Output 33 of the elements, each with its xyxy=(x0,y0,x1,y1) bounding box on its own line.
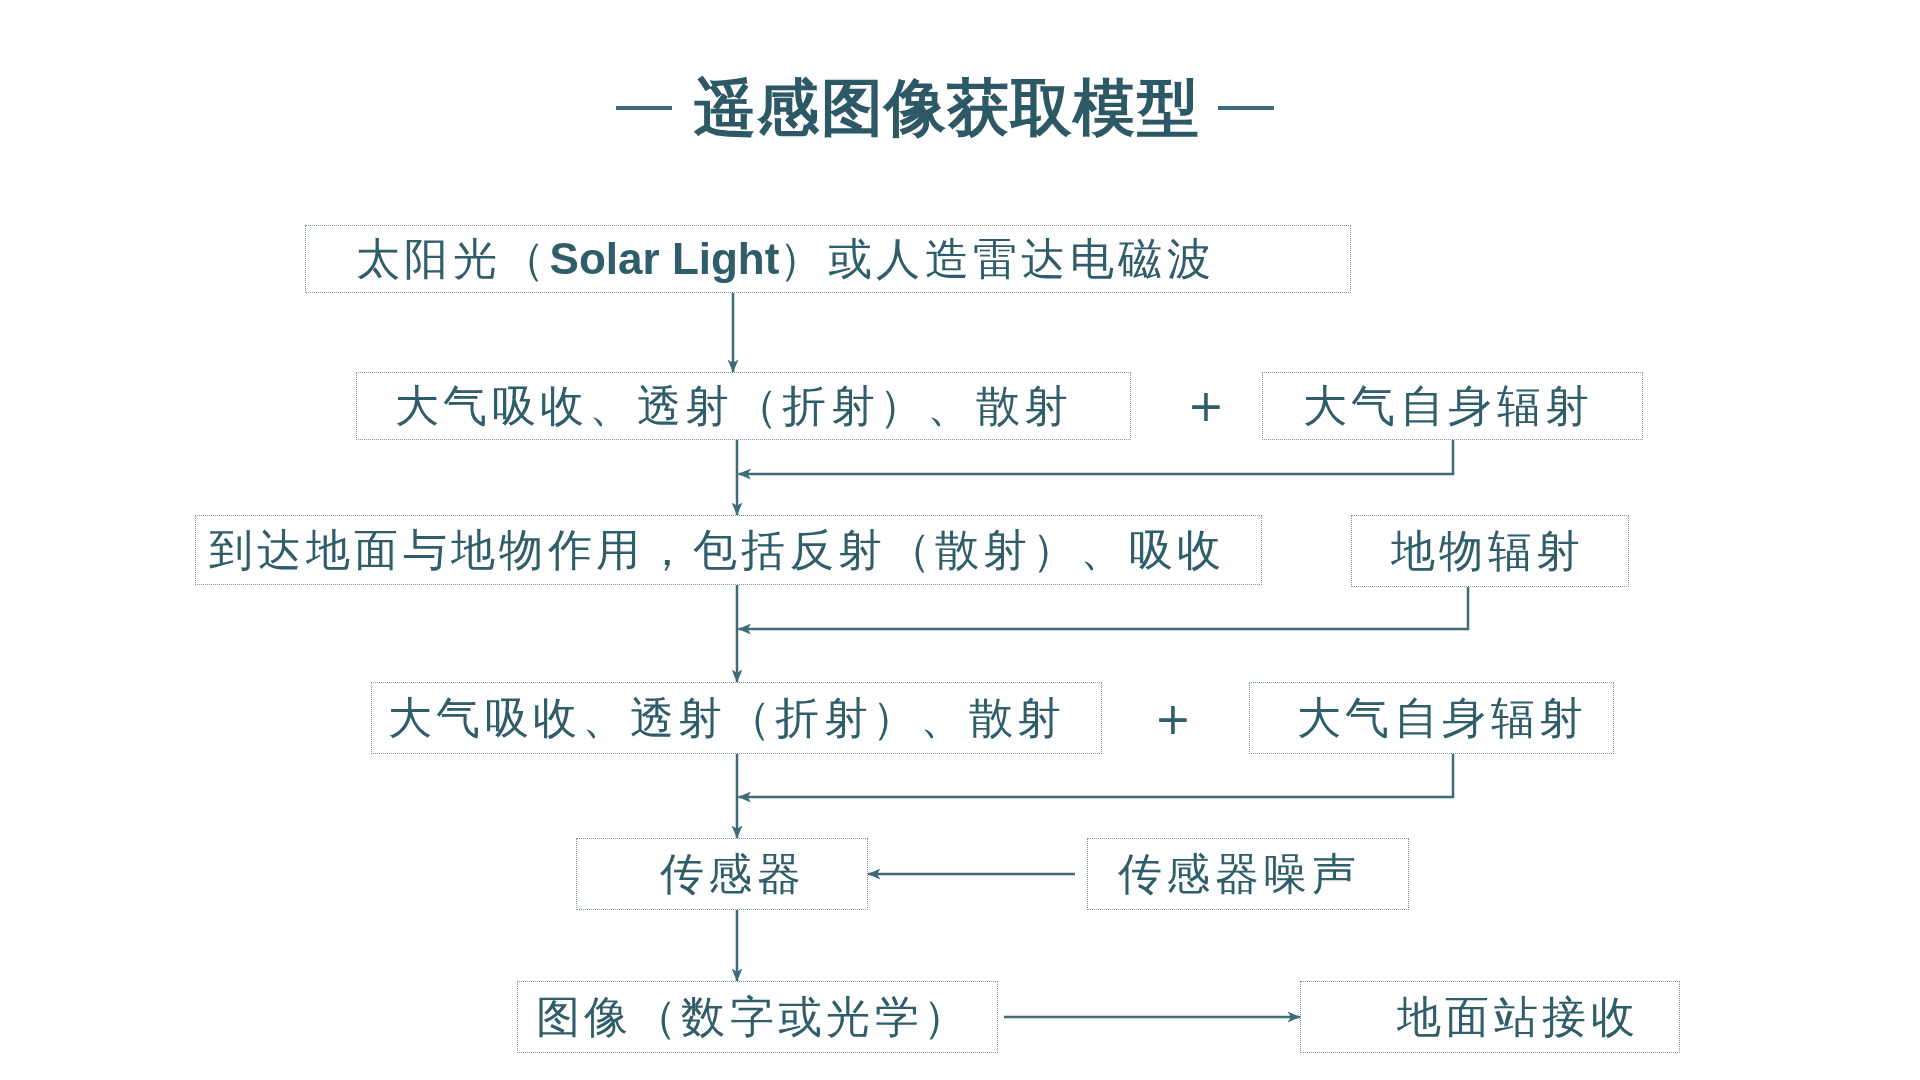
box-label: 太阳光（Solar Light）或人造雷达电磁波 xyxy=(356,232,1215,286)
box-label: 地面站接收 xyxy=(1397,990,1639,1044)
process-box xyxy=(1300,981,1680,1053)
box-label: 大气吸收、透射（折射）、散射 xyxy=(395,379,1073,433)
arrow xyxy=(731,910,743,982)
process-box xyxy=(305,225,1351,293)
process-box xyxy=(195,515,1262,585)
box-label: 图像（数字或光学） xyxy=(536,990,972,1044)
arrow xyxy=(1004,1011,1301,1023)
box-label: 传感器 xyxy=(660,847,806,901)
process-box xyxy=(1262,372,1643,440)
box-label: 大气自身辐射 xyxy=(1303,379,1594,433)
box-label: 到达地面与地物作用，包括反射（散射）、吸收 xyxy=(209,523,1226,577)
plus-label: + xyxy=(1187,384,1225,428)
process-box xyxy=(1351,515,1629,587)
arrow xyxy=(731,754,743,839)
box-label: 传感器噪声 xyxy=(1118,847,1360,901)
process-box xyxy=(371,682,1102,754)
process-box xyxy=(517,981,998,1053)
box-label: 大气自身辐射 xyxy=(1297,691,1588,745)
arrow xyxy=(737,587,1470,635)
arrow xyxy=(867,868,1075,880)
box-label: 地物辐射 xyxy=(1391,524,1585,578)
process-box xyxy=(1249,682,1614,754)
arrow xyxy=(731,585,743,683)
process-box xyxy=(356,372,1131,440)
process-box xyxy=(1087,838,1409,910)
arrow xyxy=(737,754,1455,803)
box-label: 大气吸收、透射（折射）、散射 xyxy=(388,691,1066,745)
arrow xyxy=(727,293,739,373)
process-box xyxy=(576,838,868,910)
plus-label: + xyxy=(1154,697,1192,741)
diagram-title: 遥感图像获取模型 xyxy=(694,72,1200,144)
